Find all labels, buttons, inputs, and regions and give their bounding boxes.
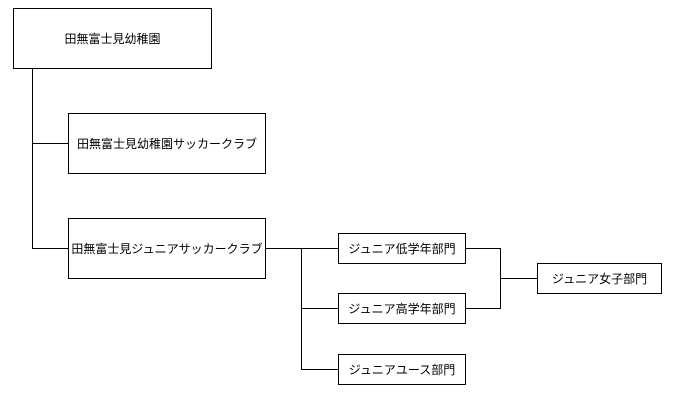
- node-junior-girls: ジュニア女子部門: [537, 263, 662, 294]
- node-kindergarten-club: 田無富士見幼稚園サッカークラブ: [68, 113, 266, 174]
- node-junior-club: 田無富士見ジュニアサッカークラブ: [68, 218, 266, 279]
- node-junior-youth-label: ジュニアユース部門: [348, 362, 456, 377]
- node-junior-girls-label: ジュニア女子部門: [551, 271, 648, 286]
- node-junior-club-label: 田無富士見ジュニアサッカークラブ: [71, 241, 263, 256]
- node-root-label: 田無富士見幼稚園: [64, 31, 161, 46]
- node-junior-youth: ジュニアユース部門: [338, 354, 466, 385]
- node-root: 田無富士見幼稚園: [13, 8, 212, 69]
- node-junior-upper-label: ジュニア高学年部門: [348, 301, 456, 316]
- node-junior-lower: ジュニア低学年部門: [338, 233, 466, 264]
- node-junior-upper: ジュニア高学年部門: [338, 293, 466, 324]
- node-junior-lower-label: ジュニア低学年部門: [348, 241, 456, 256]
- node-kindergarten-club-label: 田無富士見幼稚園サッカークラブ: [76, 136, 257, 151]
